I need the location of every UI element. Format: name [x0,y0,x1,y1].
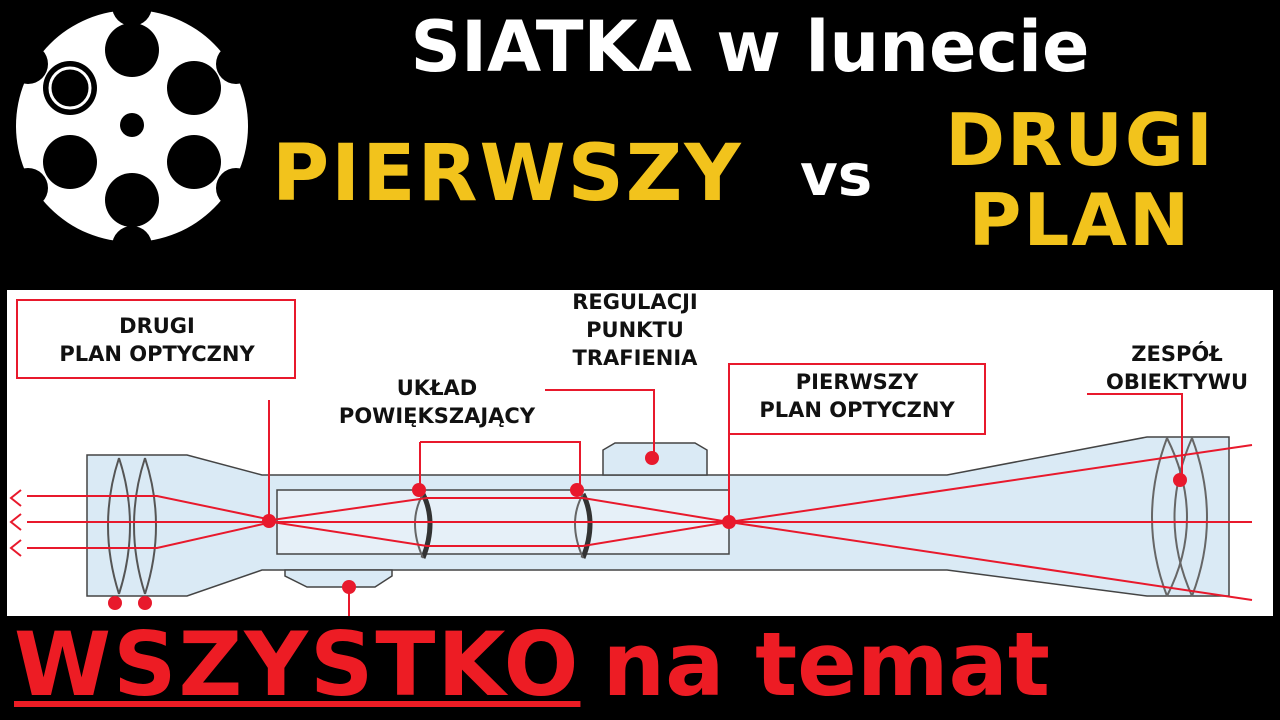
footer-highlight: WSZYSTKO [14,613,581,716]
first-plane-heading: PIERWSZY [272,129,743,219]
revolver-cylinder-logo [16,10,248,242]
label-magnifier: UKŁAD POWIĘKSZAJĄCY [338,376,536,428]
footer-rest: na temat [602,613,1050,716]
label-second-focal-plane: DRUGI PLAN OPTYCZNY [59,314,255,366]
scope-diagram [9,299,1253,616]
versus-text: vs [800,141,873,209]
title-line: SIATKA w lunecie [410,6,1090,88]
label-adjustment: REGULACJI PUNKTU TRAFIENIA [572,290,698,370]
scope-diagram-panel: DRUGI PLAN OPTYCZNY UKŁAD POWIĘKSZAJĄCY … [7,290,1273,616]
windage-turret [284,569,393,588]
label-objective: ZESPÓŁ OBIEKTYWU [1105,342,1249,394]
second-plane-heading: DRUGI PLAN [945,98,1215,262]
label-first-focal-plane: PIERWSZY PLAN OPTYCZNY [759,370,955,422]
